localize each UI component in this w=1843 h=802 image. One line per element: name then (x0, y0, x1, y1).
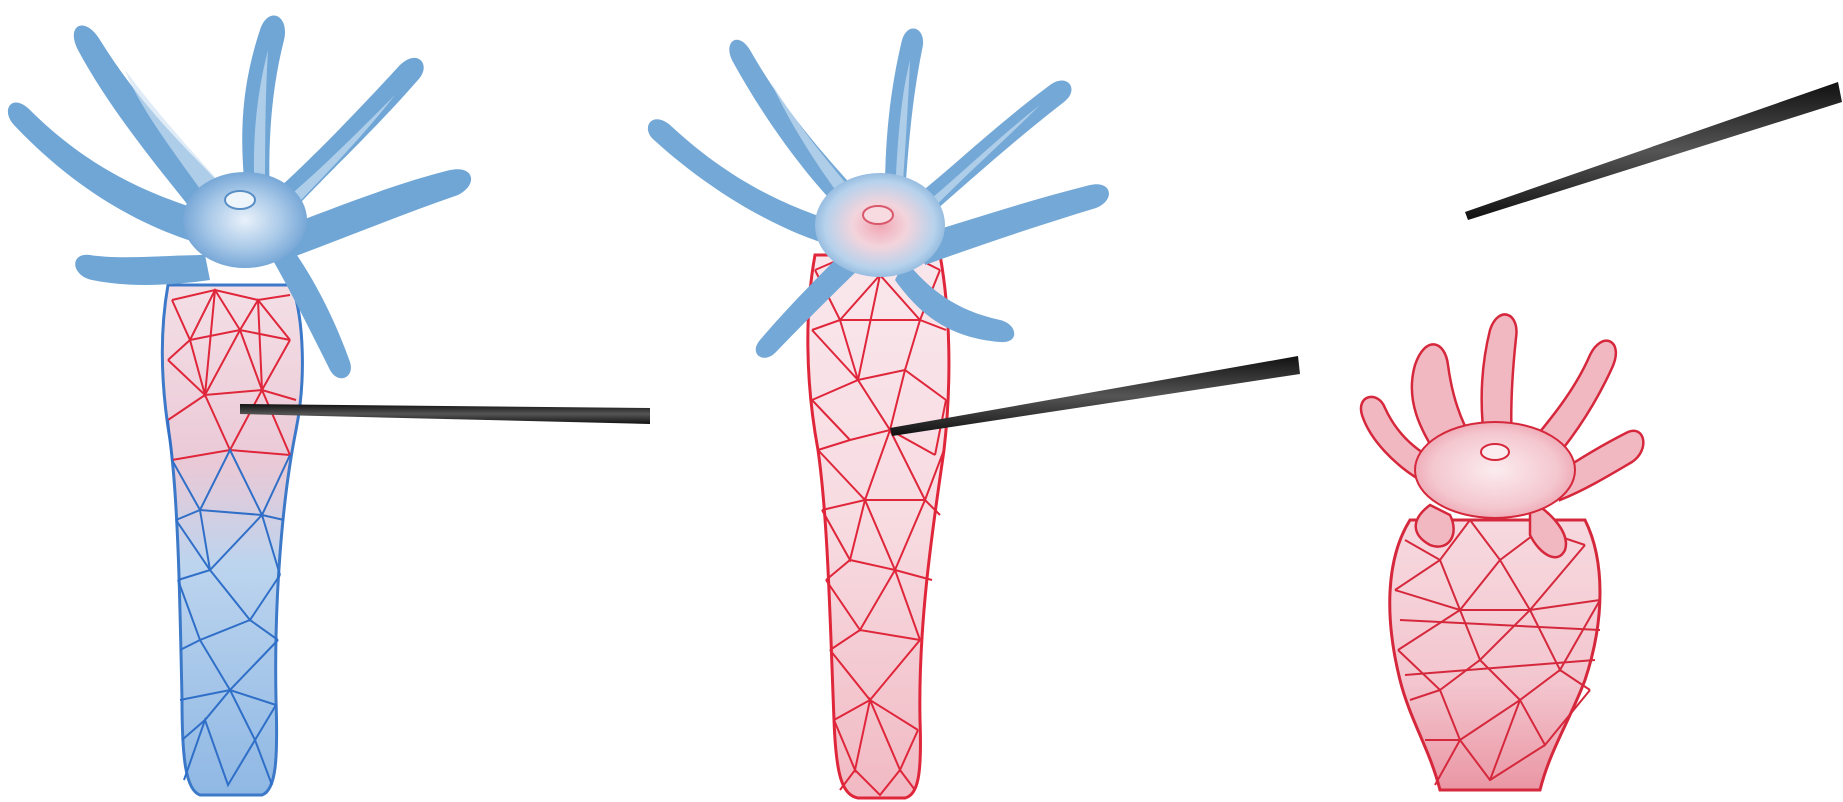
panel-1-probe (240, 404, 650, 424)
panel-2-body (808, 255, 949, 798)
panel-1-hydra (8, 16, 650, 795)
panel-1-mouth (225, 191, 255, 209)
panel-2-probe (890, 356, 1300, 436)
panel-3-probe (1465, 82, 1842, 220)
panel-2-head (815, 173, 945, 277)
panel-3-head (1415, 422, 1575, 518)
panel-2-hydra (648, 29, 1300, 798)
panel-3-mouth (1481, 444, 1509, 460)
panel-3-hydra (1361, 82, 1842, 790)
panel-1-body (162, 285, 302, 795)
panel-2-mouth (863, 206, 893, 224)
panel-1-head (183, 172, 307, 268)
